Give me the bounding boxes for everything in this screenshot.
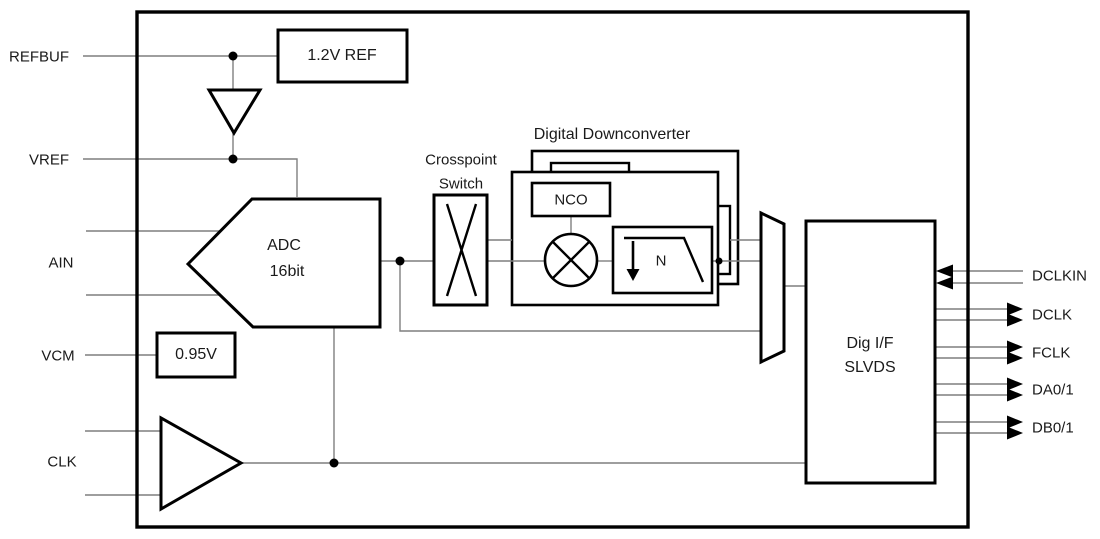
downsample-arrowhead-icon (626, 269, 640, 281)
port-label-ain: AIN (48, 254, 74, 272)
crosspoint-label-line2: Switch (438, 175, 484, 193)
adc-block (185, 197, 382, 329)
arrowhead-out-icon (1007, 340, 1023, 354)
crosspoint-label-line1: Crosspoint (425, 151, 497, 169)
arrowhead-out-icon (1007, 388, 1023, 402)
vcm-0v95-block (155, 331, 237, 379)
port-label-da01: DA0/1 (1032, 381, 1074, 399)
port-label-fclk: FCLK (1032, 344, 1071, 362)
vcm-0v95-label: 0.95V (175, 346, 217, 363)
mixer-x-icon (551, 240, 591, 280)
arrowhead-out-icon (1007, 313, 1023, 327)
wire-vref-to-adc (83, 158, 298, 197)
junction-dot (329, 458, 339, 468)
arrowhead-out-icon (1007, 377, 1023, 391)
ref-1v2-block (276, 28, 409, 84)
nco-label: NCO (554, 191, 588, 209)
lowpass-response-icon (624, 236, 705, 283)
clock-buffer-triangle-icon (159, 415, 245, 512)
port-arrowheads (936, 264, 1023, 440)
digif-label-line1: Dig I/F (846, 335, 894, 352)
port-label-vref: VREF (28, 151, 70, 169)
crosspoint-x-icon (445, 203, 478, 297)
port-label-db01: DB0/1 (1032, 419, 1074, 437)
arrowhead-out-icon (1007, 415, 1023, 429)
ref-1v2-label: 1.2V REF (307, 47, 377, 64)
arrowhead-out-icon (1007, 351, 1023, 365)
port-label-dclk: DCLK (1032, 306, 1073, 324)
junction-dot (228, 154, 238, 164)
crosspoint-switch-block (432, 193, 489, 307)
junction-dot (715, 257, 723, 265)
digif-label-line2: SLVDS (844, 359, 896, 376)
junction-dot (395, 256, 405, 266)
output-mux (759, 210, 786, 365)
chip-boundary (135, 10, 970, 529)
digital-interface-block (804, 219, 937, 485)
port-label-dclkin: DCLKIN (1032, 267, 1088, 285)
port-label-refbuf: REFBUF (9, 48, 69, 66)
decimation-factor-label: N (655, 252, 667, 270)
arrowhead-out-icon (1007, 302, 1023, 316)
arrowhead-out-icon (1007, 426, 1023, 440)
junction-dot (228, 51, 238, 61)
ddc-title: Digital Downconverter (533, 126, 691, 143)
decimation-filter-block (611, 225, 714, 295)
port-label-clk: CLK (47, 453, 77, 471)
adc-label-line1: ADC (267, 237, 301, 254)
ref-buffer-triangle-icon (206, 88, 263, 136)
adc-label-line2: 16bit (269, 263, 305, 280)
arrowhead-in-icon (936, 276, 953, 290)
arrowhead-in-icon (936, 264, 953, 278)
nco-block (530, 181, 612, 218)
junction-dots (228, 51, 723, 468)
wire-ddc-bypass (399, 261, 761, 332)
mixer-block (543, 232, 599, 288)
port-label-vcm: VCM (41, 347, 75, 365)
